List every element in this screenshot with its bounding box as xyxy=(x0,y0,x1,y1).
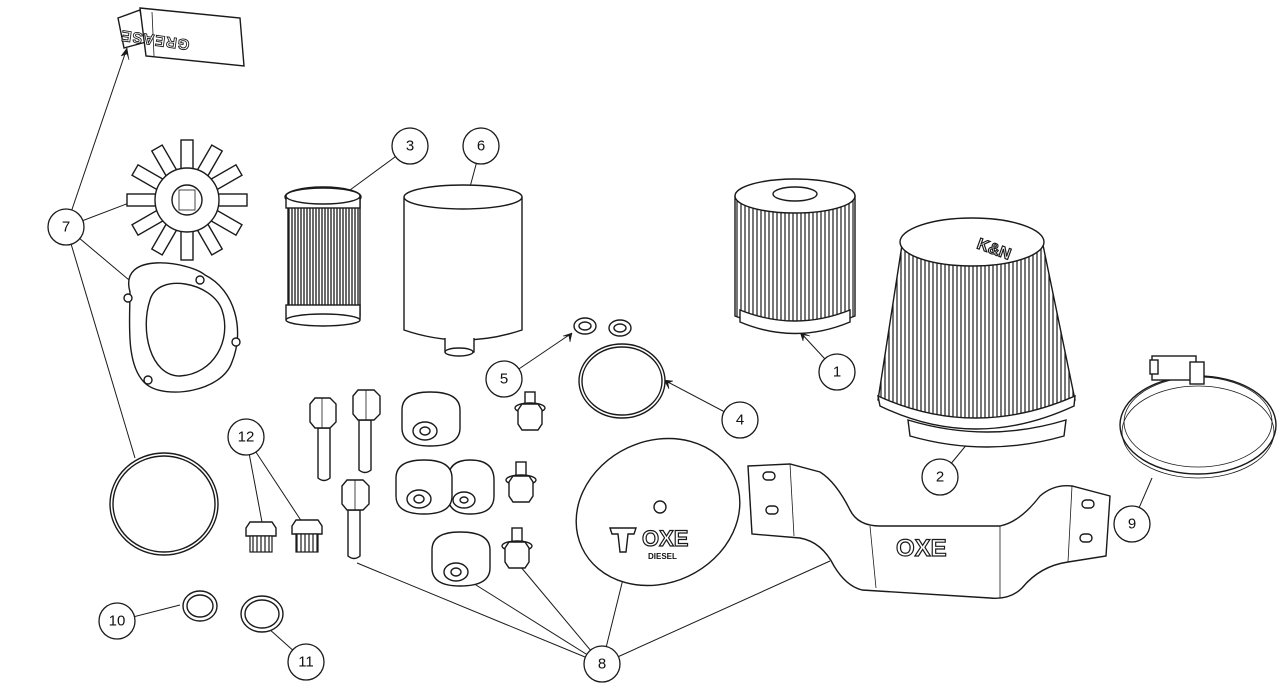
flange-bolt-2 xyxy=(505,461,537,503)
hex-bolts xyxy=(309,389,381,560)
svg-text:10: 10 xyxy=(109,613,126,630)
svg-text:2: 2 xyxy=(936,469,944,486)
cone-air-filter: K&N xyxy=(877,217,1076,448)
callout-8: 8 xyxy=(583,645,621,683)
callout-5: 5 xyxy=(485,360,523,398)
callout-6: 6 xyxy=(462,127,500,165)
bracket-brand: OXE xyxy=(896,535,947,562)
mount-4 xyxy=(431,531,491,587)
callout-7: 7 xyxy=(47,208,85,246)
callout-12: 12 xyxy=(227,418,265,456)
svg-text:3: 3 xyxy=(406,138,414,155)
callout-4: 4 xyxy=(721,401,759,439)
mount-2 xyxy=(447,459,495,515)
impeller xyxy=(126,139,248,261)
svg-text:6: 6 xyxy=(477,138,485,155)
grease-tube: GREASE xyxy=(117,7,245,67)
drain-plug-2 xyxy=(291,519,323,553)
drain-plug-1 xyxy=(245,521,277,553)
callouts: 7 3 6 1 5 4 12 2 9 10 11 8 xyxy=(47,127,1151,683)
svg-text:4: 4 xyxy=(736,412,744,429)
pump-gasket xyxy=(123,262,241,393)
callout-10: 10 xyxy=(98,602,136,640)
air-filter-element xyxy=(734,178,856,335)
rubber-mounts xyxy=(395,391,495,587)
svg-text:11: 11 xyxy=(298,654,314,671)
callout-9: 9 xyxy=(1113,505,1151,543)
bolt-2 xyxy=(352,389,381,474)
svg-text:1: 1 xyxy=(833,364,841,381)
cover-brand: OXE xyxy=(642,526,688,551)
small-washers xyxy=(573,317,632,337)
flange-bolt-1 xyxy=(514,391,546,431)
sealing-washers xyxy=(182,590,284,633)
svg-text:8: 8 xyxy=(598,656,606,673)
mount-1 xyxy=(401,391,461,447)
large-o-ring xyxy=(109,452,219,556)
callout-3: 3 xyxy=(391,127,429,165)
cover-plate: OXE DIESEL xyxy=(575,437,741,587)
medium-o-ring xyxy=(578,343,666,419)
spin-on-filter xyxy=(403,184,523,357)
svg-text:5: 5 xyxy=(500,371,508,388)
svg-text:7: 7 xyxy=(62,219,70,236)
drain-plugs xyxy=(245,519,323,553)
callout-11: 11 xyxy=(287,643,325,681)
flange-bolt-3 xyxy=(501,527,533,569)
flange-bolts xyxy=(501,391,546,569)
bolt-1 xyxy=(309,397,337,482)
mount-3 xyxy=(395,459,453,515)
mounting-bracket: OXE xyxy=(747,463,1111,599)
svg-text:9: 9 xyxy=(1128,516,1136,533)
callout-2: 2 xyxy=(921,458,959,496)
bolt-3 xyxy=(341,479,370,560)
callout-1: 1 xyxy=(818,353,856,391)
fuel-filter-element xyxy=(284,186,362,327)
hose-clamp xyxy=(1119,355,1277,479)
cover-brand-sub: DIESEL xyxy=(648,552,677,561)
svg-text:12: 12 xyxy=(238,429,255,446)
